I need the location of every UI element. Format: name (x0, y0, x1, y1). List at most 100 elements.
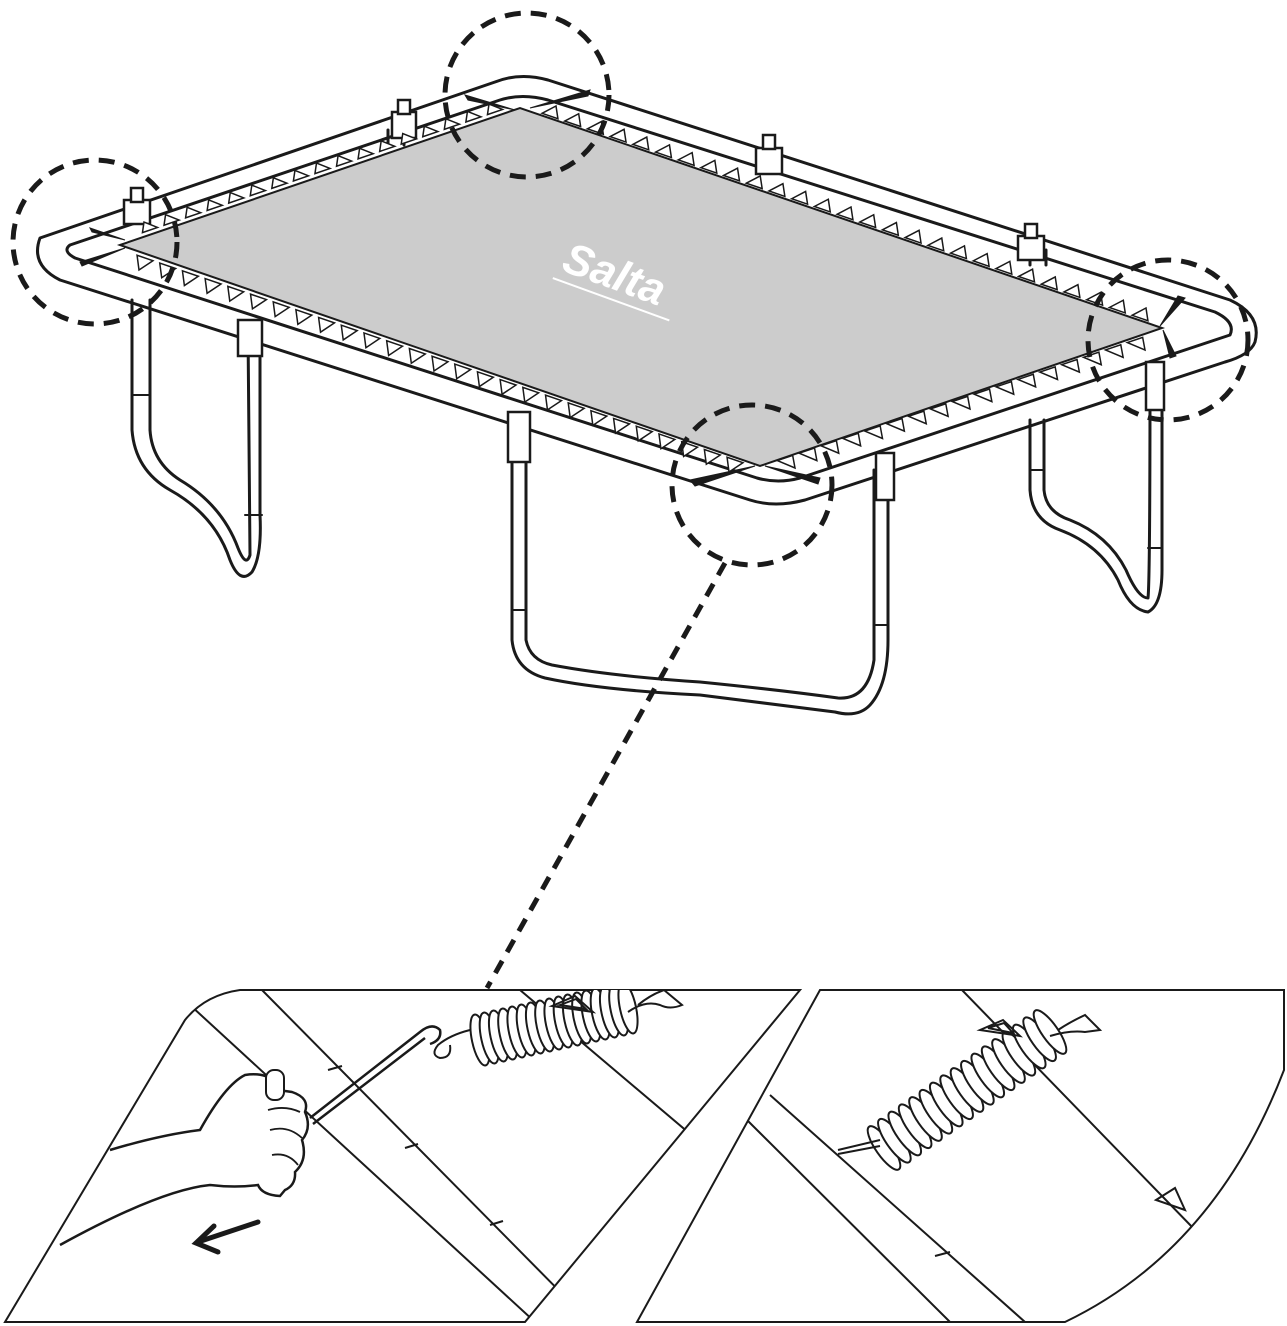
spring-attached-hook (1049, 1013, 1103, 1037)
spring-tooth (270, 176, 290, 190)
hand (59, 1073, 310, 1247)
spring-tooth (567, 401, 586, 419)
spring-tooth (812, 198, 832, 214)
spring-tooth (453, 362, 473, 381)
frame-tube-edge-1 (744, 1117, 951, 1322)
frame-tube-edge-2 (261, 990, 591, 1322)
spring-tooth (1039, 275, 1059, 291)
spring-tooth (562, 112, 582, 128)
spring-tooth (1062, 283, 1081, 299)
spring-tooth (521, 386, 541, 404)
spring-tooth (1125, 336, 1146, 352)
spring-tooth (903, 229, 922, 245)
spring-tooth (1059, 358, 1081, 374)
brand-underline (552, 277, 670, 322)
spring-tooth (612, 417, 632, 435)
spring-tooth (880, 221, 900, 237)
frame-tick-marks (327, 1065, 504, 1226)
callout-right-corner (1085, 257, 1251, 423)
spring-tooth (486, 102, 505, 116)
callout-front-corner (669, 402, 835, 568)
mat-v-ring (976, 1018, 1024, 1038)
leg-left (130, 298, 262, 578)
spring-tooth (184, 206, 203, 219)
callout-back-corner (442, 10, 612, 180)
spring-tooth (699, 159, 718, 175)
spring-tooth (635, 425, 654, 443)
spring-tooth (476, 370, 496, 388)
spring-tooth (950, 395, 971, 411)
spring-tooth (385, 339, 405, 357)
spring-coil (469, 990, 639, 1067)
spring-tooth (314, 161, 333, 175)
spring-tooth (363, 331, 382, 349)
spring-tooth (767, 182, 786, 198)
spring-tooth (295, 308, 314, 326)
corner-callouts (10, 10, 1251, 568)
leg-front (510, 428, 890, 716)
socket-front-left (236, 318, 264, 358)
socket-right (1144, 360, 1166, 412)
spring-tooth (357, 147, 376, 160)
corner-springs (79, 89, 1186, 487)
spring-pull-tool (309, 1025, 442, 1125)
finger-lines (267, 1107, 303, 1166)
spring-tooth (464, 110, 484, 124)
spring-tooth (884, 417, 906, 433)
spring-tooth (141, 220, 160, 234)
spring-tooth (1037, 365, 1059, 381)
spring-tooth (340, 324, 359, 342)
spring-row (136, 102, 1149, 474)
spring-tooth (544, 394, 564, 412)
spring-tooth (421, 125, 441, 138)
socket-back-right (1016, 222, 1046, 262)
spring-attached-hook (627, 990, 684, 1013)
spring-tooth (744, 174, 764, 190)
mat-v-ring (548, 994, 597, 1014)
detail-panel-pull-spring (3, 989, 803, 1323)
spring-hook-end (433, 1029, 471, 1060)
socket-front-right (874, 451, 896, 502)
spring-tooth (400, 132, 419, 146)
spring-tooth (249, 293, 269, 311)
spring-tooth (972, 388, 993, 403)
spring-tooth (499, 378, 518, 396)
leg-joints (131, 394, 1163, 626)
spring-tooth (994, 260, 1013, 276)
spring-tooth (206, 198, 225, 212)
spring-tooth (1130, 306, 1149, 322)
spring-tooth (249, 184, 268, 197)
frame-inner-edge (65, 95, 1233, 483)
spring-tooth (431, 355, 450, 373)
spring-tooth (378, 139, 397, 153)
spring-loop (1032, 1009, 1068, 1055)
spring-tooth (317, 316, 337, 334)
spring-tooth (408, 347, 427, 365)
spring-tooth (443, 117, 462, 131)
spring-tooth (1103, 343, 1125, 359)
spring-tooth (676, 151, 696, 167)
spring-tooth (204, 277, 223, 295)
spring-tooth (1016, 268, 1036, 283)
spring-tooth (658, 432, 677, 450)
spring-tooth (789, 190, 809, 206)
spring-tooth (835, 205, 854, 221)
spring-tooth (928, 402, 950, 418)
frame-tube-edge-1 (189, 1004, 536, 1322)
detail-panel-spring-attached (635, 989, 1285, 1323)
panel-right-border (635, 989, 1285, 1323)
spring-tooth (971, 252, 991, 268)
jumping-mat (116, 106, 1166, 468)
spring-tooth (653, 143, 673, 159)
spring-tooth (993, 380, 1015, 396)
spring-tooth (292, 169, 311, 183)
spring-tooth (721, 167, 741, 182)
frame-sockets (122, 98, 1166, 502)
socket-back-left (390, 98, 418, 140)
leg-right (1028, 378, 1164, 614)
frame-tube-edge-2 (769, 1094, 1026, 1322)
callout-leader-line (484, 561, 728, 990)
spring-tooth (540, 104, 559, 120)
spring-tooth (703, 448, 722, 466)
